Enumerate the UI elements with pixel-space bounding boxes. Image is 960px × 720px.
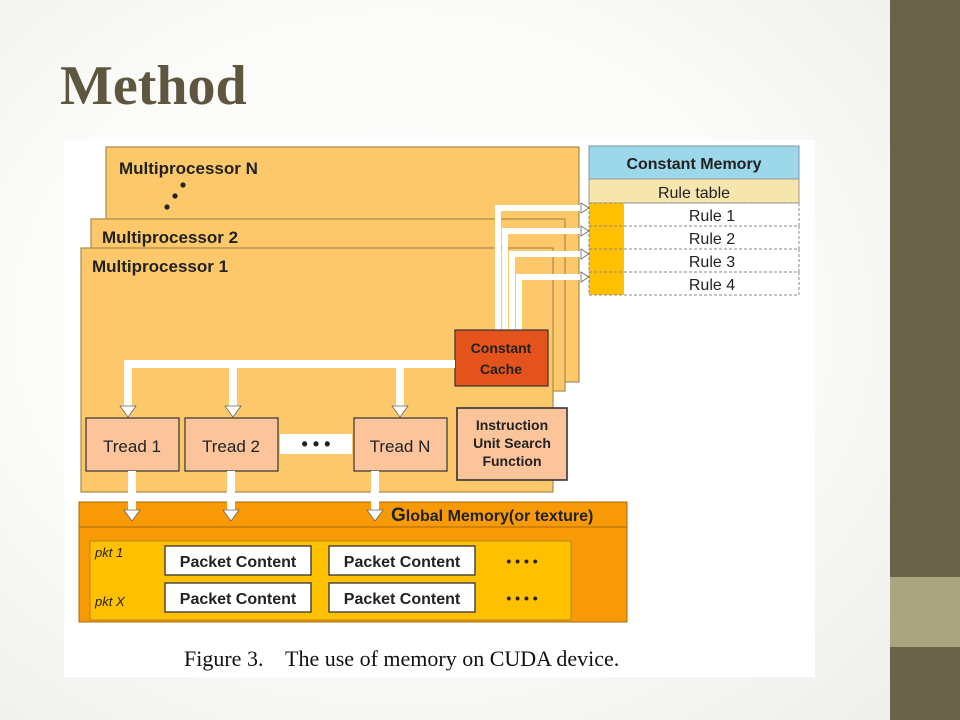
arrowhead xyxy=(366,509,384,522)
rule-arrowheads xyxy=(580,202,590,283)
global-memory-header xyxy=(78,501,628,528)
constant-cache-label-line2: Cache xyxy=(480,361,522,377)
thread-1-label: Tread 1 xyxy=(103,437,161,456)
figure-caption: Figure 3. The use of memory on CUDA devi… xyxy=(184,646,619,671)
constant-memory-title: Constant Memory xyxy=(626,156,761,173)
rule-label: Rule 2 xyxy=(689,231,735,248)
rule-label: Rule 4 xyxy=(689,277,735,294)
packet-row-label: pkt 1 xyxy=(94,545,123,560)
thread-2-box xyxy=(184,417,279,472)
thread-ellipsis-band xyxy=(280,434,352,454)
thread-n-label: Tread N xyxy=(370,437,431,456)
instruction-unit-box xyxy=(456,407,568,481)
multiprocessor-n-label: Multiprocessor N xyxy=(119,159,258,178)
sidebar-accent-block xyxy=(890,577,960,647)
packet-content-label: Packet Content xyxy=(180,554,297,571)
packet-more-ellipsis: • • • • xyxy=(506,590,537,606)
packet-content-cell xyxy=(164,545,312,576)
stack-dot xyxy=(164,204,170,210)
arrowhead xyxy=(224,405,242,418)
thread-1-box xyxy=(85,417,180,472)
packet-content-cell xyxy=(164,582,312,613)
rule-label: Rule 3 xyxy=(689,254,735,271)
connector-rule-3 xyxy=(509,251,585,330)
multiprocessor-1-label: Multiprocessor 1 xyxy=(92,257,228,276)
global-memory-title: Global Memory(or texture) xyxy=(391,505,593,526)
packet-content-cell xyxy=(328,582,476,613)
thread-2-label: Tread 2 xyxy=(202,437,260,456)
arrowhead xyxy=(119,405,137,418)
connector-rule-2 xyxy=(502,228,585,330)
packet-content-label: Packet Content xyxy=(180,591,297,608)
packet-row-label: pkt X xyxy=(94,594,126,609)
packet-content-cell xyxy=(328,545,476,576)
global-memory-initial: G xyxy=(391,505,406,526)
constant-memory-header xyxy=(588,145,800,180)
multiprocessor-2-label: Multiprocessor 2 xyxy=(102,228,238,247)
arrowhead xyxy=(391,405,409,418)
packet-more-ellipsis: • • • • xyxy=(506,553,537,569)
arrowhead xyxy=(580,202,590,214)
instruction-unit-line1: Instruction xyxy=(476,417,548,433)
constant-cache-label-line1: Constant xyxy=(471,340,532,356)
rule-row: Rule 4 xyxy=(588,271,800,296)
instruction-unit-line2: Unit Search xyxy=(473,435,551,451)
instruction-unit-line3: Function xyxy=(482,453,541,469)
arrowhead xyxy=(580,271,590,283)
cache-bus xyxy=(124,360,455,408)
stack-dot xyxy=(180,182,186,188)
cache-to-thread-connectors xyxy=(119,360,455,418)
rule-table-label: Rule table xyxy=(658,185,730,202)
rule-table-header xyxy=(588,178,800,204)
thread-n-box xyxy=(353,417,448,472)
arrowhead xyxy=(580,225,590,237)
slide-title: Method xyxy=(60,55,247,117)
connector-rule-4 xyxy=(516,274,585,330)
thread-to-global-connectors xyxy=(123,471,384,522)
stack-dot xyxy=(172,193,178,199)
arrowhead xyxy=(222,509,240,522)
constant-cache-box xyxy=(454,329,549,387)
thread-ellipsis: • • • xyxy=(302,434,331,454)
cuda-memory-diagram: Multiprocessor N Multiprocessor 2 Multip… xyxy=(78,145,800,671)
global-memory-title-rest: lobal Memory(or texture) xyxy=(406,508,594,525)
rule-row: Rule 2 xyxy=(588,225,800,250)
packet-content-label: Packet Content xyxy=(344,591,461,608)
rule-row: Rule 1 xyxy=(588,202,800,227)
cuda-memory-figure: Multiprocessor N Multiprocessor 2 Multip… xyxy=(64,140,815,677)
cache-to-rule-connectors xyxy=(495,205,585,330)
connector-rule-1 xyxy=(495,205,585,330)
arrowhead xyxy=(580,248,590,260)
arrowhead xyxy=(123,509,141,522)
rule-label: Rule 1 xyxy=(689,208,735,225)
packet-content-label: Packet Content xyxy=(344,554,461,571)
rule-row: Rule 3 xyxy=(588,248,800,273)
